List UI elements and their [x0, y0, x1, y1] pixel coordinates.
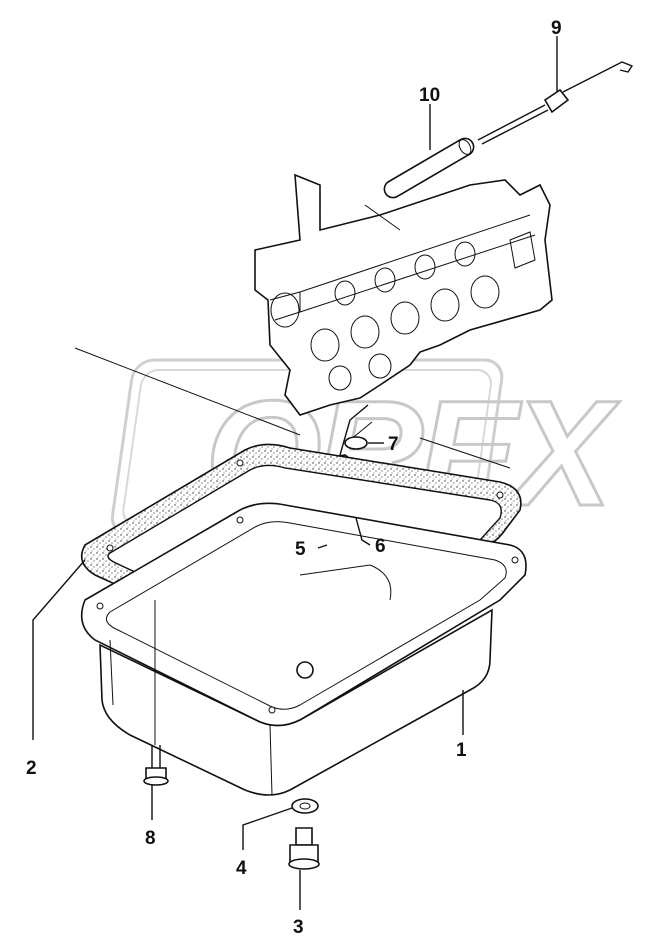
assembly-guide-line — [419, 437, 511, 469]
oil-dipstick — [477, 61, 634, 145]
drain-plug-washer-hole — [299, 802, 311, 810]
callout-6: 6 — [375, 536, 386, 557]
callout-8: 8 — [145, 828, 156, 849]
drain-plug — [288, 827, 320, 870]
drain-plug-washer — [291, 798, 319, 814]
callout-9: 9 — [551, 18, 562, 39]
callout-4: 4 — [236, 858, 247, 879]
callout-3: 3 — [293, 917, 304, 938]
leader-line-6 — [355, 517, 371, 546]
callout-10: 10 — [419, 85, 440, 106]
callout-5: 5 — [295, 539, 306, 560]
oil-pan — [80, 502, 527, 796]
oil-pan-bolt — [143, 745, 169, 786]
leader-lines — [32, 36, 558, 910]
callout-2: 2 — [26, 758, 37, 779]
leader-line-5 — [317, 544, 328, 549]
dipstick-guide-tube — [383, 137, 475, 199]
assembly-guide-line — [74, 347, 301, 436]
o-ring — [344, 436, 368, 450]
callout-1: 1 — [456, 740, 467, 761]
leader-line-4 — [242, 807, 293, 850]
engine-block — [254, 173, 553, 416]
callout-7: 7 — [388, 434, 399, 455]
leader-line-2 — [32, 559, 86, 740]
callouts: 10 9 7 6 5 2 1 8 4 3 — [26, 18, 562, 938]
